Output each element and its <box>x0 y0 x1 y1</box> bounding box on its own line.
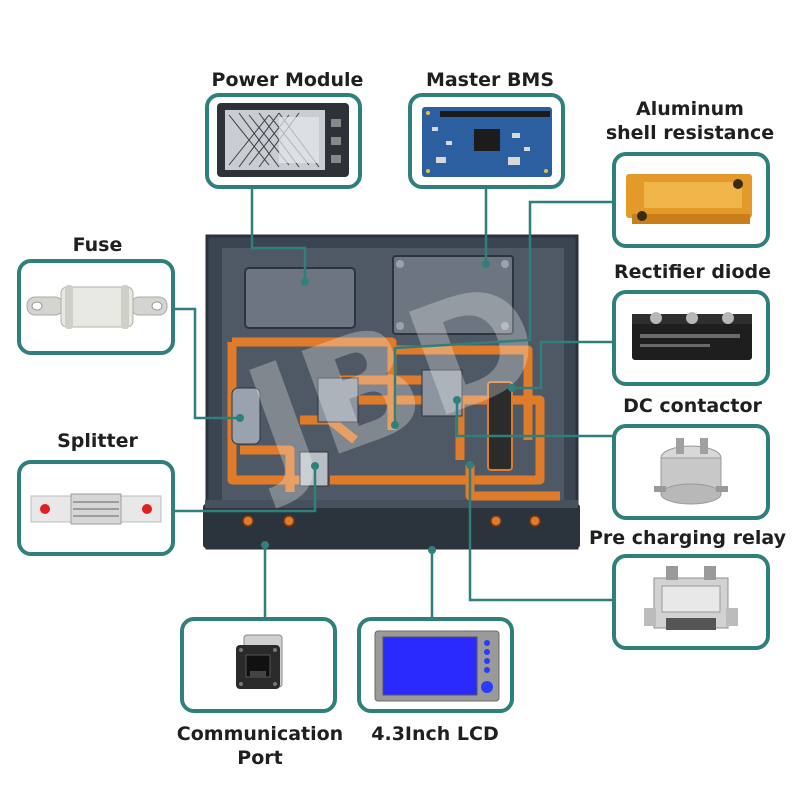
label-communication-port: Communication Port <box>170 722 350 770</box>
cabinet-base <box>203 504 580 548</box>
label-rectifier-diode: Rectifier diode <box>614 261 771 283</box>
label-comm-line2: Port <box>237 747 283 769</box>
resistor-image <box>626 174 752 224</box>
fuse-image <box>26 285 168 329</box>
card-fuse <box>17 259 175 355</box>
connector-lines <box>175 189 613 617</box>
label-comm-line1: Communication <box>176 723 344 745</box>
card-rectifier-diode <box>612 290 770 386</box>
card-pre-charging-relay <box>612 554 770 650</box>
fuse-body-in-cabinet <box>231 387 261 445</box>
lcd-image <box>374 630 500 702</box>
rj45-port-image <box>236 634 283 689</box>
contactor-body <box>487 381 513 471</box>
power-module-image <box>217 103 349 177</box>
label-power-module: Power Module <box>211 69 364 91</box>
card-dc-contactor <box>612 424 770 520</box>
diode-module-image <box>632 312 752 360</box>
power-module-box <box>244 267 356 329</box>
bms-board-image <box>422 107 552 177</box>
relay-image <box>644 566 738 630</box>
label-lcd: 4.3Inch LCD <box>371 723 499 745</box>
card-splitter <box>17 460 175 556</box>
card-master-bms <box>408 93 565 189</box>
splitter-image <box>30 493 162 525</box>
label-aluminum-line1: Aluminum <box>636 98 744 120</box>
label-splitter: Splitter <box>57 430 138 452</box>
base-bolts <box>242 515 541 527</box>
card-communication-port <box>180 617 337 713</box>
terminal-block <box>317 377 359 423</box>
label-aluminum-line2: shell resistance <box>605 122 775 144</box>
bms-plate <box>392 255 514 335</box>
connector-dots <box>236 260 516 554</box>
label-pre-charging-relay: Pre charging relay <box>588 527 787 549</box>
card-lcd <box>357 617 514 713</box>
label-dc-contactor: DC contactor <box>623 395 762 417</box>
card-aluminum-shell-resistance <box>612 152 770 248</box>
label-master-bms: Master BMS <box>425 69 555 91</box>
card-power-module <box>205 93 362 189</box>
label-aluminum-shell-resistance: Aluminum shell resistance <box>600 97 780 145</box>
contactor-image <box>654 438 728 505</box>
label-fuse: Fuse <box>72 234 123 256</box>
terminal-block-2 <box>421 369 463 417</box>
cabinet-base-top <box>205 500 578 508</box>
